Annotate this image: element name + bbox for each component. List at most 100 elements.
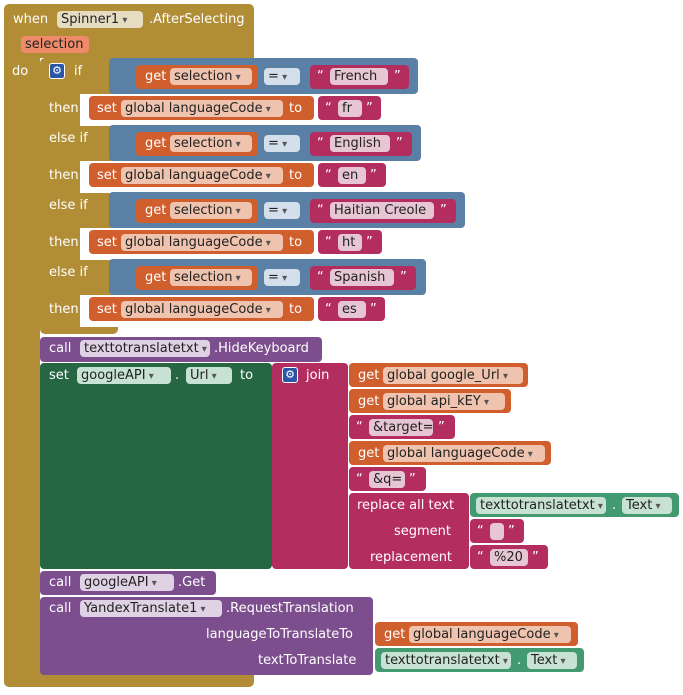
set-googleapi-url-block[interactable] — [40, 363, 272, 569]
text-value-fr[interactable]: fr — [338, 100, 362, 117]
yandextranslate1-component-dropdown[interactable]: YandexTranslate1 — [80, 600, 222, 617]
quote-open: “ — [317, 136, 324, 151]
selection-param[interactable]: selection — [21, 36, 89, 53]
texttotranslatetxt-component-dropdown[interactable]: texttotranslatetxt — [80, 340, 210, 357]
text-value-q[interactable]: &q= — [369, 471, 405, 488]
quote-open: “ — [356, 472, 363, 487]
request-translation-method-label: .RequestTranslation — [226, 601, 354, 616]
quote-close: ” — [409, 472, 416, 487]
quote-close: ” — [532, 550, 539, 565]
set-label: set — [97, 302, 117, 317]
else-if-label-2: else if — [49, 198, 88, 213]
dot-label: . — [175, 368, 180, 383]
then-label-1: then — [49, 101, 79, 116]
mutator-gear-icon[interactable]: ⚙ — [49, 63, 65, 79]
text-value-spanish[interactable]: Spanish — [330, 269, 394, 286]
quote-close: ” — [438, 420, 445, 435]
text-value-es[interactable]: es — [338, 301, 366, 318]
hidekeyboard-method-label: .HideKeyboard — [214, 341, 309, 356]
quote-open: “ — [356, 420, 363, 435]
set-label: set — [97, 101, 117, 116]
set-label: set — [97, 235, 117, 250]
quote-open: “ — [325, 101, 332, 116]
then-label-3: then — [49, 235, 79, 250]
quote-close: ” — [370, 168, 377, 183]
languagecode-var-dropdown[interactable]: global languageCode — [121, 234, 283, 251]
call-label: call — [49, 601, 72, 616]
quote-close: ” — [400, 270, 407, 285]
when-label: when — [13, 12, 49, 27]
selection-var-dropdown[interactable]: selection — [170, 135, 252, 152]
get-label: get — [145, 203, 167, 218]
replacement-label: replacement — [370, 550, 453, 565]
else-if-label-1: else if — [49, 131, 88, 146]
do-label: do — [12, 64, 29, 79]
get-label: get — [358, 446, 380, 461]
to-label: to — [289, 235, 303, 250]
quote-close: ” — [440, 203, 447, 218]
get-label: get — [358, 368, 380, 383]
text-value-french[interactable]: French — [330, 68, 388, 85]
quote-open: “ — [325, 302, 332, 317]
text-to-translate-label: textToTranslate — [258, 653, 357, 668]
quote-open: “ — [477, 550, 484, 565]
call-label: call — [49, 575, 72, 590]
if-label: if — [74, 64, 83, 79]
get-label: get — [145, 136, 167, 151]
text-property-dropdown[interactable]: Text — [622, 497, 672, 514]
quote-close: ” — [366, 101, 373, 116]
equals-op-dropdown[interactable]: = — [264, 135, 300, 152]
text-value-english[interactable]: English — [330, 135, 390, 152]
event-name-label: .AfterSelecting — [149, 12, 245, 27]
segment-label: segment — [394, 524, 452, 539]
call-label: call — [49, 341, 72, 356]
dot-label: . — [517, 653, 522, 668]
join-mutator-gear-icon[interactable]: ⚙ — [282, 367, 298, 383]
language-to-translate-to-label: languageToTranslateTo — [206, 627, 353, 642]
texttotranslatetxt-component-dropdown[interactable]: texttotranslatetxt — [476, 497, 606, 514]
get-label: get — [358, 394, 380, 409]
quote-close: ” — [394, 69, 401, 84]
equals-op-dropdown[interactable]: = — [264, 68, 300, 85]
else-if-label-3: else if — [49, 265, 88, 280]
url-property-dropdown[interactable]: Url — [186, 367, 232, 384]
texttotranslatetxt-component-dropdown[interactable]: texttotranslatetxt — [381, 652, 511, 669]
languagecode-var-dropdown[interactable]: global languageCode — [121, 301, 283, 318]
join-block[interactable] — [272, 363, 348, 569]
selection-var-dropdown[interactable]: selection — [170, 68, 252, 85]
languagecode-var-dropdown[interactable]: global languageCode — [121, 167, 283, 184]
googleapi-component-dropdown[interactable]: googleAPI — [80, 574, 174, 591]
languagecode-var-dropdown[interactable]: global languageCode — [409, 626, 571, 643]
set-label: set — [49, 368, 69, 383]
text-value-segment[interactable] — [490, 523, 504, 540]
selection-var-dropdown[interactable]: selection — [170, 269, 252, 286]
text-value-target[interactable]: &target= — [369, 419, 434, 436]
api-key-var-dropdown[interactable]: global api_kEY — [383, 393, 505, 410]
quote-open: “ — [325, 168, 332, 183]
quote-open: “ — [317, 69, 324, 84]
equals-op-dropdown[interactable]: = — [264, 269, 300, 286]
languagecode-var-dropdown[interactable]: global languageCode — [121, 100, 283, 117]
googleapi-component-dropdown[interactable]: googleAPI — [77, 367, 171, 384]
text-value-replacement[interactable]: %20 — [490, 549, 528, 566]
text-value-en[interactable]: en — [338, 167, 366, 184]
quote-open: “ — [317, 203, 324, 218]
languagecode-var-dropdown[interactable]: global languageCode — [383, 445, 545, 462]
equals-op-dropdown[interactable]: = — [264, 202, 300, 219]
quote-close: ” — [508, 524, 515, 539]
quote-close: ” — [396, 136, 403, 151]
spinner-component-dropdown[interactable]: Spinner1 — [57, 11, 143, 28]
quote-open: “ — [325, 235, 332, 250]
to-label: to — [289, 168, 303, 183]
quote-close: ” — [366, 235, 373, 250]
text-property-dropdown[interactable]: Text — [527, 652, 577, 669]
get-method-label: .Get — [178, 575, 206, 590]
then-label-4: then — [49, 302, 79, 317]
google-url-var-dropdown[interactable]: global google_Url — [383, 367, 523, 384]
text-value-ht[interactable]: ht — [338, 234, 362, 251]
replace-all-block[interactable] — [349, 493, 469, 569]
text-value-haitian[interactable]: Haitian Creole — [330, 202, 434, 219]
set-label: set — [97, 168, 117, 183]
selection-var-dropdown[interactable]: selection — [170, 202, 252, 219]
to-label: to — [289, 101, 303, 116]
